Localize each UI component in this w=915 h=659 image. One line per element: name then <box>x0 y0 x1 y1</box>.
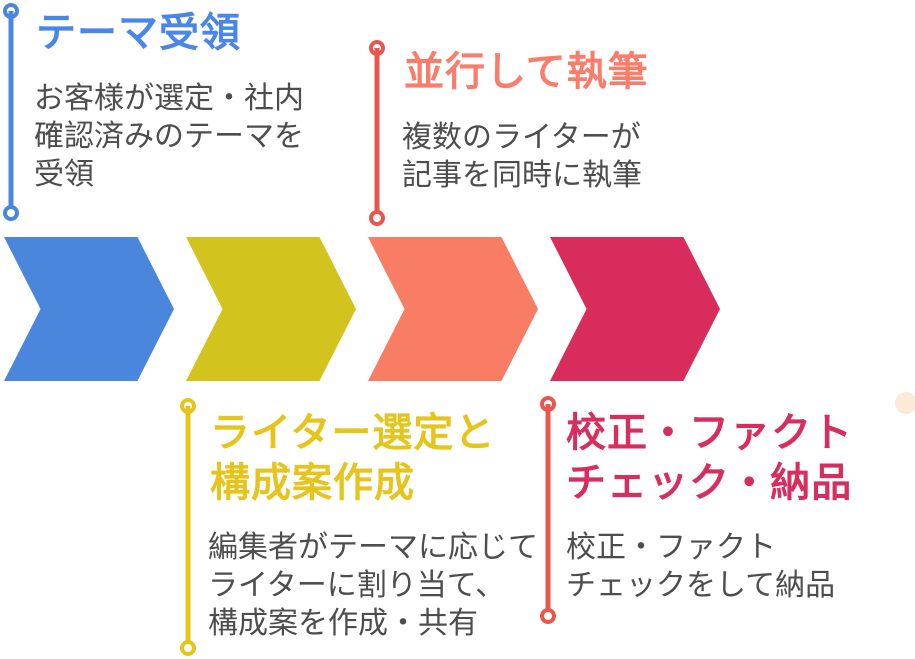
step1-title: テーマ受領 <box>36 11 241 55</box>
decorative-dot <box>895 392 915 414</box>
connector-endpoint-dot <box>180 640 196 656</box>
connector-endpoint-dot <box>369 210 385 226</box>
chevron-step1 <box>4 237 174 381</box>
step1-description: お客様が選定・社内 確認済みのテーマを 受領 <box>34 82 304 191</box>
connector-endpoint-dot <box>540 608 556 624</box>
chevron-step4 <box>550 237 720 381</box>
connector-line <box>8 11 14 213</box>
chevron-step3 <box>368 237 538 381</box>
chevron-step2 <box>186 237 356 381</box>
step2-description: 編集者がテーマに応じて ライターに割り当て、 構成案を作成・共有 <box>208 531 538 640</box>
step4-title: 校正・ファクト チェック・納品 <box>566 411 853 505</box>
connector-endpoint-dot <box>3 205 19 221</box>
connector-line <box>185 406 191 648</box>
step4-description: 校正・ファクト チェックをして納品 <box>566 531 836 602</box>
step1-connector <box>2 3 20 221</box>
step4-connector <box>539 396 557 624</box>
step3-connector <box>368 40 386 226</box>
connector-line <box>374 48 380 218</box>
step3-title: 並行して執筆 <box>404 50 649 94</box>
connector-line <box>545 404 551 616</box>
step2-connector <box>179 398 197 656</box>
step2-title: ライター選定と 構成案作成 <box>210 411 496 505</box>
step3-description: 複数のライターが 記事を同時に執筆 <box>402 121 642 192</box>
